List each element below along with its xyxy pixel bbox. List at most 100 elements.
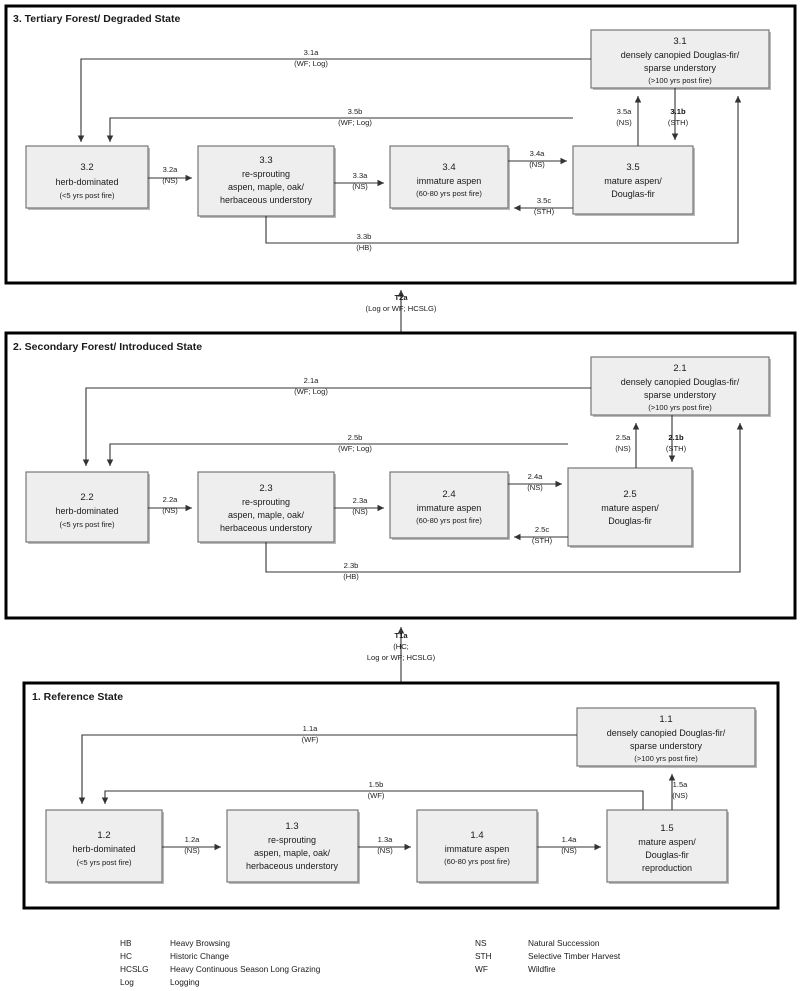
- state-box-3-4[interactable]: 3.4 immature aspen (60-80 yrs post fire): [389, 145, 510, 210]
- legend-left-def-3: Logging: [170, 977, 200, 987]
- transition-T1a-code: T1a: [394, 631, 408, 640]
- edge-2-3b-cause: (HB): [343, 572, 359, 581]
- state-box-3-3-line2: aspen, maple, oak/: [228, 182, 305, 192]
- edge-3-5b-cause: (WF; Log): [338, 118, 372, 127]
- state-box-1-5-line2: Douglas-fir: [645, 850, 689, 860]
- edge-3-2a-code: 3.2a: [163, 165, 179, 174]
- state-box-3-2-id: 3.2: [80, 162, 93, 173]
- edge-3-1a-path: [77, 58, 591, 142]
- state-box-1-4-id: 1.4: [470, 830, 483, 841]
- edge-2-1b-code: 2.1b: [668, 433, 684, 442]
- legend-group: HB Heavy Browsing HC Historic Change HCS…: [120, 938, 621, 987]
- edge-2-1b-cause: (STH): [666, 444, 687, 453]
- state-box-3-5[interactable]: 3.5 mature aspen/ Douglas-fir: [572, 145, 695, 216]
- edge-2-5c-cause: (STH): [532, 536, 553, 545]
- state-box-1-1[interactable]: 1.1 densely canopied Douglas-fir/ sparse…: [576, 707, 757, 768]
- state-box-1-2-line1: herb-dominated: [72, 844, 135, 854]
- state-box-2-2-id: 2.2: [80, 492, 93, 503]
- state-box-2-4-line1: immature aspen: [417, 503, 482, 513]
- state-box-2-3[interactable]: 2.3 re-sprouting aspen, maple, oak/ herb…: [197, 471, 336, 544]
- state-box-3-5-id: 3.5: [626, 162, 639, 173]
- state-box-2-4-rect: [389, 471, 509, 539]
- edge-2-5b-cause: (WF; Log): [338, 444, 372, 453]
- edge-3-1b-cause: (STH): [668, 118, 689, 127]
- edge-1-2a-code: 1.2a: [185, 835, 201, 844]
- state-box-1-2-rect: [45, 809, 163, 883]
- state-box-3-1-sub: (>100 yrs post fire): [648, 76, 712, 85]
- state-box-1-1-line1: densely canopied Douglas-fir/: [607, 728, 726, 738]
- legend-left-def-2: Heavy Continuous Season Long Grazing: [170, 964, 321, 974]
- transition-T2a-cause1: (Log or WF; HCSLG): [366, 304, 437, 313]
- state-box-3-2-rect: [25, 145, 149, 209]
- edge-2-5b-code: 2.5b: [348, 433, 363, 442]
- edge-3-3a-cause: (NS): [352, 182, 368, 191]
- edge-1-2a-cause: (NS): [184, 846, 200, 855]
- state-box-2-1[interactable]: 2.1 densely canopied Douglas-fir/ sparse…: [590, 356, 771, 417]
- state-box-2-1-sub: (>100 yrs post fire): [648, 403, 712, 412]
- edge-3-3a-code: 3.3a: [353, 171, 369, 180]
- transition-T2a: T2a (Log or WF; HCSLG): [366, 290, 437, 333]
- state-box-2-2-sub: (<5 yrs post fire): [59, 520, 115, 529]
- edge-2-3b-code: 2.3b: [344, 561, 359, 570]
- state-box-1-3-id: 1.3: [285, 821, 298, 832]
- state-box-2-5[interactable]: 2.5 mature aspen/ Douglas-fir: [567, 467, 694, 548]
- state-box-2-5-rect: [567, 467, 693, 547]
- edge-1-5b-cause: (WF): [368, 791, 385, 800]
- legend-left-abbr-1: HC: [120, 951, 132, 961]
- panel-2-group: 2. Secondary Forest/ Introduced State 2.…: [4, 331, 797, 620]
- state-box-3-4-sub: (60-80 yrs post fire): [416, 189, 482, 198]
- state-box-3-5-rect: [572, 145, 694, 215]
- state-box-1-3[interactable]: 1.3 re-sprouting aspen, maple, oak/ herb…: [226, 809, 360, 884]
- state-box-3-1-id: 3.1: [673, 36, 686, 47]
- edge-2-4a-cause: (NS): [527, 483, 543, 492]
- legend-left-abbr-0: HB: [120, 938, 132, 948]
- state-box-1-5-line3: reproduction: [642, 863, 692, 873]
- edge-2-1a-path: [82, 387, 591, 466]
- edge-3-5c-cause: (STH): [534, 207, 555, 216]
- state-box-1-4[interactable]: 1.4 immature aspen (60-80 yrs post fire): [416, 809, 539, 884]
- state-box-1-2[interactable]: 1.2 herb-dominated (<5 yrs post fire): [45, 809, 164, 884]
- state-box-2-3-line1: re-sprouting: [242, 497, 290, 507]
- edge-2-5a-cause: (NS): [615, 444, 631, 453]
- edge-3-3b-path: [265, 96, 742, 244]
- state-box-2-1-rect: [590, 356, 770, 416]
- state-box-1-3-rect: [226, 809, 359, 883]
- edge-1-4a-cause: (NS): [561, 846, 577, 855]
- panel-3-group: 3. Tertiary Forest/ Degraded State 3.1 d…: [4, 4, 797, 285]
- state-box-3-3[interactable]: 3.3 re-sprouting aspen, maple, oak/ herb…: [197, 145, 336, 218]
- transition-T1a-cause2: Log or WF; HCSLG): [367, 653, 436, 662]
- edge-2-5a-code: 2.5a: [616, 433, 632, 442]
- state-box-3-2[interactable]: 3.2 herb-dominated (<5 yrs post fire): [25, 145, 150, 210]
- legend-right-def-0: Natural Succession: [528, 938, 600, 948]
- legend-right-def-1: Selective Timber Harvest: [528, 951, 621, 961]
- edge-1-3a-code: 1.3a: [378, 835, 394, 844]
- state-box-1-2-sub: (<5 yrs post fire): [76, 858, 132, 867]
- state-box-3-1[interactable]: 3.1 densely canopied Douglas-fir/ sparse…: [590, 29, 771, 90]
- panel-1-group: 1. Reference State 1.1 densely canopied …: [22, 681, 780, 910]
- state-box-1-5-id: 1.5: [660, 823, 673, 834]
- state-box-2-4[interactable]: 2.4 immature aspen (60-80 yrs post fire): [389, 471, 510, 540]
- state-box-3-3-line3: herbaceous understory: [220, 195, 313, 205]
- edge-3-3b-code: 3.3b: [357, 232, 372, 241]
- state-box-2-1-id: 2.1: [673, 363, 686, 374]
- transition-T1a: T1a (HC; Log or WF; HCSLG): [367, 627, 436, 683]
- edge-3-1a-code: 3.1a: [304, 48, 320, 57]
- edge-3-1a-cause: (WF; Log): [294, 59, 328, 68]
- edge-3-1b-code: 3.1b: [670, 107, 686, 116]
- state-box-3-4-id: 3.4: [442, 162, 455, 173]
- edge-1-1a-code: 1.1a: [303, 724, 319, 733]
- state-box-2-5-id: 2.5: [623, 489, 636, 500]
- state-box-1-2-id: 1.2: [97, 830, 110, 841]
- state-box-1-4-line1: immature aspen: [445, 844, 510, 854]
- state-box-1-3-line2: aspen, maple, oak/: [254, 848, 331, 858]
- state-box-1-5[interactable]: 1.5 mature aspen/ Douglas-fir reproducti…: [606, 809, 729, 884]
- state-box-1-1-rect: [576, 707, 756, 767]
- state-box-2-2[interactable]: 2.2 herb-dominated (<5 yrs post fire): [25, 471, 150, 544]
- edge-1-5a-code: 1.5a: [673, 780, 689, 789]
- edge-3-2a-cause: (NS): [162, 176, 178, 185]
- state-box-3-2-line1: herb-dominated: [55, 177, 118, 187]
- state-box-3-5-line1: mature aspen/: [604, 176, 662, 186]
- edge-2-3a-code: 2.3a: [353, 496, 369, 505]
- edge-2-3a-cause: (NS): [352, 507, 368, 516]
